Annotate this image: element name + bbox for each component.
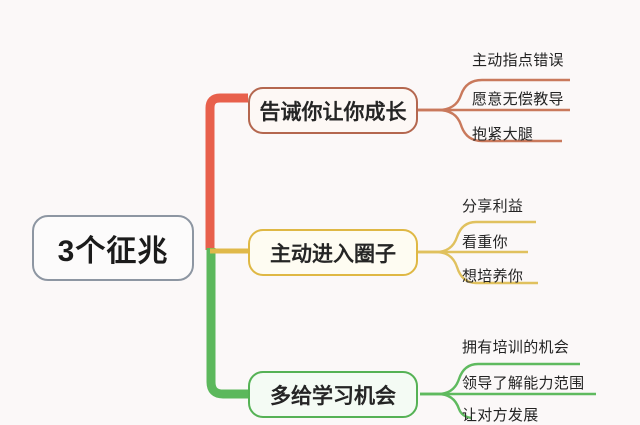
leaf-node-1-1[interactable]: 主动指点错误	[472, 52, 564, 69]
connector-branch-2-leaf-3	[418, 250, 538, 285]
branch-node-3[interactable]: 多给学习机会	[248, 371, 418, 418]
trunk-branch-3	[206, 248, 250, 399]
leaf-node-3-3[interactable]: 让对方发展	[462, 407, 539, 424]
leaf-node-2-1[interactable]: 分享利益	[462, 198, 524, 215]
connector-branch-3-leaf-3	[420, 392, 473, 419]
leaf-node-3-1[interactable]: 拥有培训的机会	[462, 339, 570, 356]
trunk-branch-1	[205, 93, 248, 250]
connector-branch-1-leaf-3	[418, 108, 562, 143]
leaf-node-3-2[interactable]: 领导了解能力范围	[462, 375, 585, 392]
leaf-node-2-3[interactable]: 想培养你	[462, 268, 524, 285]
branch-node-2[interactable]: 主动进入圈子	[248, 229, 418, 276]
leaf-node-2-2[interactable]: 看重你	[462, 234, 508, 251]
root-node[interactable]: 3个征兆	[32, 215, 194, 281]
leaf-node-1-3[interactable]: 抱紧大腿	[472, 126, 534, 143]
leaf-node-1-2[interactable]: 愿意无偿教导	[472, 91, 564, 108]
branch-node-1[interactable]: 告诫你让你成长	[248, 87, 418, 134]
